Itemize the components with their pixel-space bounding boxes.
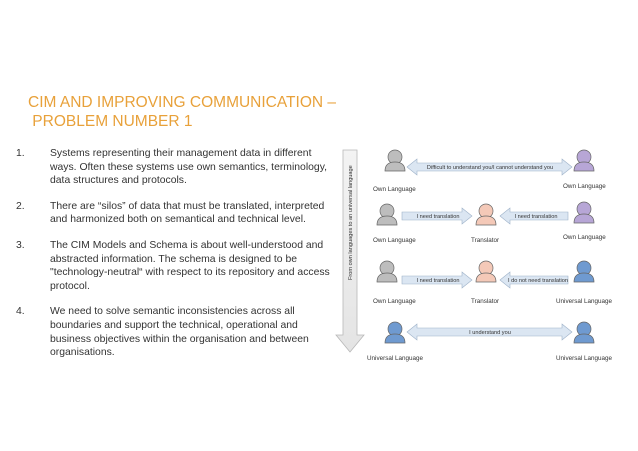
person-label: Own Language — [373, 298, 416, 305]
person-label: Own Language — [563, 234, 606, 241]
translator-label: Translator — [471, 237, 499, 244]
person-icon — [384, 321, 406, 344]
person-icon — [573, 260, 595, 283]
slide-title: CIM AND IMPROVING COMMUNICATION – PROBLE… — [28, 93, 336, 131]
person-label: Own Language — [563, 183, 606, 190]
person-icon — [573, 201, 595, 224]
row-own-vs-own: Difficult to understand you/I cannot und… — [373, 149, 606, 193]
person-icon — [376, 203, 398, 226]
list-item-text: There are “silos” of data that must be t… — [50, 200, 325, 226]
translator-label: Translator — [471, 298, 499, 305]
person-label: Universal Language — [556, 298, 613, 305]
arrow-label: Difficult to understand you/I cannot und… — [427, 165, 553, 171]
list-item-number: 3. — [16, 239, 25, 251]
list-item: 1. Systems representing their management … — [16, 147, 334, 188]
person-label: Universal Language — [367, 355, 424, 362]
person-label: Own Language — [373, 186, 416, 193]
row-universal-vs-universal: I understand you Universal Language Univ… — [367, 321, 613, 362]
arrow-label: I need translation — [417, 214, 460, 220]
list-item-number: 2. — [16, 200, 25, 212]
progression-label: From own languages to an universal langu… — [348, 165, 354, 280]
row-own-translator-universal: I need translation I do not need transla… — [373, 260, 613, 305]
list-item-number: 1. — [16, 148, 25, 159]
list-item-number: 4. — [16, 306, 25, 318]
person-icon — [384, 149, 406, 172]
arrow-label: I do not need translation — [508, 278, 568, 284]
arrow-left — [499, 207, 569, 225]
row-own-translator-own: I need translation I need translation Ow… — [373, 201, 606, 244]
list-item: 4. We need to solve semantic inconsistenc… — [16, 305, 334, 359]
translator-icon — [475, 260, 497, 283]
arrow-left — [499, 271, 569, 289]
list-item-text: Systems representing their management da… — [50, 148, 328, 187]
list-item: 2. There are “silos” of data that must be… — [16, 200, 334, 227]
person-icon — [376, 260, 398, 283]
problem-points-list: 1. Systems representing their management … — [16, 147, 334, 372]
person-label: Own Language — [373, 237, 416, 244]
language-progression-arrow: From own languages to an universal langu… — [335, 149, 365, 353]
person-icon — [573, 321, 595, 344]
slide-title-line-1: CIM AND IMPROVING COMMUNICATION – — [28, 94, 337, 111]
arrow-label: I understand you — [469, 330, 511, 336]
list-item-text: The CIM Models and Schema is about well-… — [50, 239, 330, 292]
double-arrow — [406, 323, 573, 341]
translator-icon — [475, 203, 497, 226]
list-item: 3. The CIM Models and Schema is about wel… — [16, 239, 334, 293]
double-arrow — [406, 158, 573, 176]
slide-title-line-2: PROBLEM NUMBER 1 — [28, 113, 193, 130]
arrow-right — [401, 271, 473, 289]
list-item-text: We need to solve semantic inconsistencie… — [50, 306, 309, 359]
arrow-right — [401, 207, 473, 225]
person-label: Universal Language — [556, 355, 613, 362]
arrow-label: I need translation — [417, 278, 460, 284]
person-icon — [573, 149, 595, 172]
arrow-label: I need translation — [515, 214, 558, 220]
